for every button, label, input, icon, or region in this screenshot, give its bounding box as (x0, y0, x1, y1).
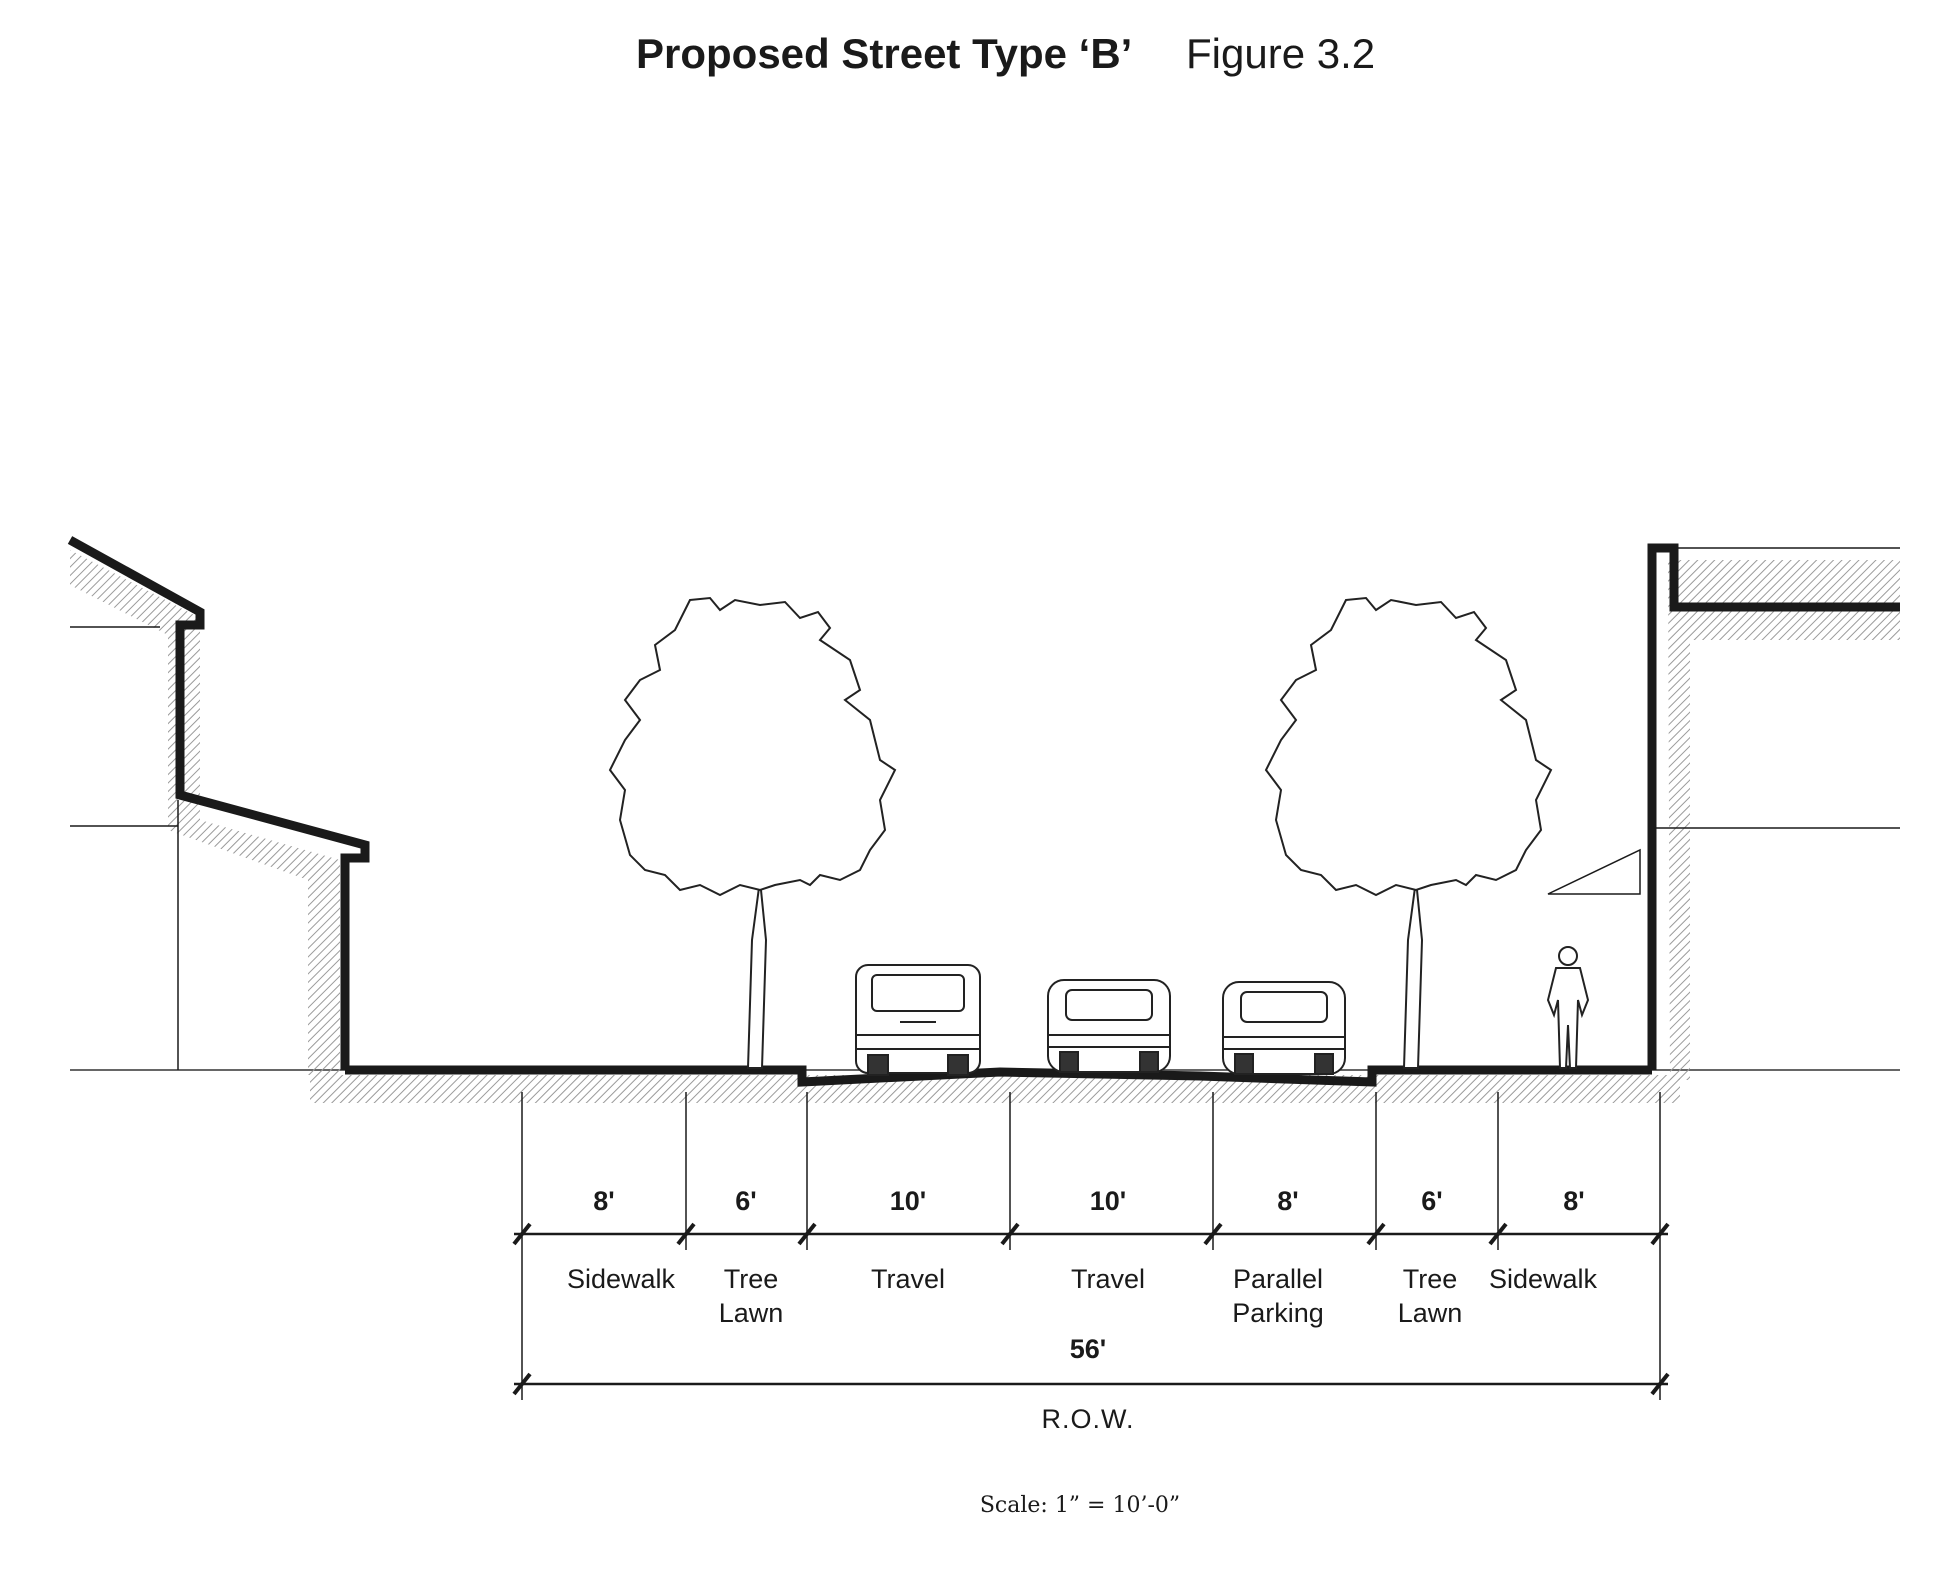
segment-width: 8' (1277, 1186, 1299, 1216)
figure-title: Proposed Street Type ‘B’ (636, 30, 1133, 77)
segment-label-line: Travel (870, 1264, 945, 1294)
tree-left (608, 596, 897, 1069)
segment-label-line: Lawn (1397, 1298, 1463, 1328)
segment-width: 10' (1089, 1186, 1127, 1216)
segment-label: Sidewalk (536, 1262, 706, 1296)
sedan-icon (1047, 979, 1171, 1073)
scale-note: Scale: 1” = 10’-0” (979, 1493, 1181, 1518)
row-label: R.O.W. (1041, 1404, 1135, 1434)
dimension-lines (512, 1092, 1670, 1400)
segment-width: 8' (593, 1186, 615, 1216)
street-surface (345, 1065, 1652, 1087)
segment-label-line: Parking (1232, 1298, 1324, 1328)
segment-label-line: Tree (1402, 1264, 1458, 1294)
suv-icon (855, 964, 981, 1076)
segment-label-line: Lawn (718, 1298, 784, 1328)
segment-width: 6' (1421, 1186, 1443, 1216)
segment-label: Sidewalk (1458, 1262, 1628, 1296)
segment-label: Travel (823, 1262, 993, 1296)
row-total-width: 56' (1069, 1334, 1107, 1364)
segment-label-line: Sidewalk (566, 1264, 676, 1294)
segment-label-line: Tree (723, 1264, 779, 1294)
segment-label: Travel (1023, 1262, 1193, 1296)
segment-label-line: Sidewalk (1488, 1264, 1598, 1294)
segment-label-line: Travel (1070, 1264, 1145, 1294)
left-building (67, 536, 370, 1070)
segment-width: 6' (735, 1186, 757, 1216)
parked-car-icon (1222, 981, 1346, 1075)
segment-label: Tree Lawn (666, 1262, 836, 1330)
segment-width: 8' (1563, 1186, 1585, 1216)
ground-hatch (70, 550, 1900, 1103)
right-building (1547, 543, 1900, 1070)
segment-label: Parallel Parking (1193, 1262, 1363, 1330)
segment-label-line: Parallel (1232, 1264, 1324, 1294)
tree-right (1264, 596, 1553, 1069)
pedestrian-icon (1546, 946, 1590, 1069)
segment-label: Tree Lawn (1345, 1262, 1515, 1330)
segment-width: 10' (889, 1186, 927, 1216)
figure-number: Figure 3.2 (1186, 30, 1376, 77)
